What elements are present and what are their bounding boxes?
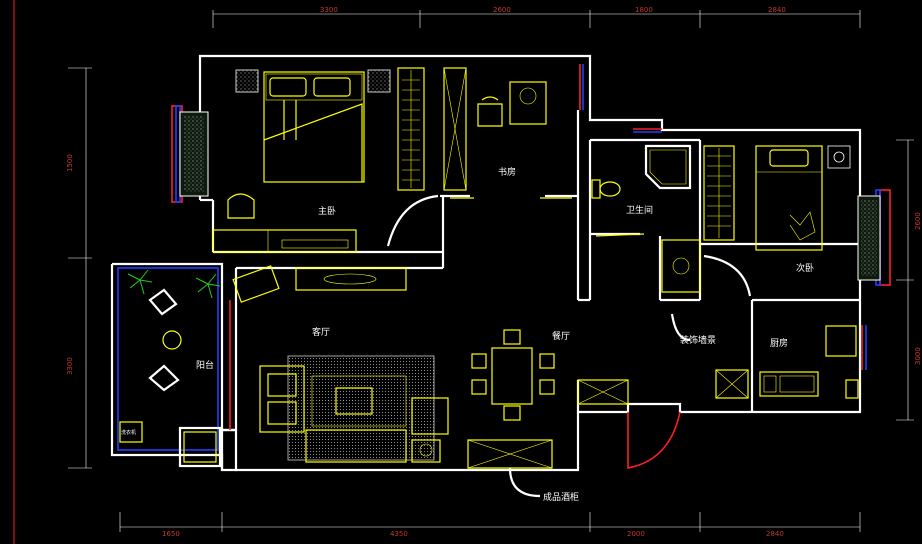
dim-bottom-1: 1650 [162,530,180,538]
label-second-bedroom: 次卧 [796,262,814,274]
label-wine-cabinet: 成品酒柜 [543,491,579,503]
side-cabinet [232,265,280,303]
planter-left [179,111,209,197]
entry-cabinet [577,379,629,405]
label-balcony: 阳台 [196,359,214,371]
dimension-left: 1500 3300 [66,67,92,469]
master-bed [235,69,391,183]
dim-bottom-3: 2000 [627,530,645,538]
label-dining-room: 餐厅 [552,330,570,342]
dimension-right: 2600 3000 [896,139,922,421]
bath-door [595,233,645,237]
walls [110,54,862,472]
sofa-set [259,355,449,463]
dim-top-1: 3300 [320,6,338,14]
shower [644,144,692,190]
label-living-room: 客厅 [312,326,330,338]
dim-bottom-2: 4350 [390,530,408,538]
dimension-top: 3300 2600 1800 2840 [212,6,861,28]
balcony-furniture [117,267,222,468]
washbasin [661,239,701,293]
decor-leader [670,313,691,342]
dim-right-2: 3000 [914,347,922,365]
master-chair [227,193,255,219]
dim-top-4: 2840 [768,6,786,14]
master-door [386,194,439,247]
study-bookshelf [443,67,467,191]
planter-right [857,195,881,281]
dim-top-3: 1800 [635,6,653,14]
dimension-bottom: 1650 4350 2000 2840 [119,512,861,538]
dim-bottom-4: 2840 [766,530,784,538]
wine-cabinet [467,439,553,498]
second-bed [755,145,851,251]
label-bathroom: 卫生间 [626,204,653,216]
dim-left-1: 1500 [66,154,74,172]
second-wardrobe [703,145,735,241]
study-desk [477,81,547,127]
label-study: 书房 [498,166,516,178]
dining-table [471,329,555,421]
master-dresser [212,229,357,253]
label-decor-wall: 装饰墙景 [680,334,716,346]
master-wardrobe [397,67,425,191]
kitchen-counter [715,325,859,399]
tv-cabinet [295,267,407,291]
label-master-bedroom: 主卧 [318,205,336,217]
dim-right-1: 2600 [914,212,922,230]
label-laundry: 洗衣机 [121,429,136,436]
second-door [703,254,752,297]
toilet [591,179,621,199]
dim-left-2: 3300 [66,357,74,375]
label-kitchen: 厨房 [770,337,788,349]
dim-top-2: 2600 [493,6,511,14]
